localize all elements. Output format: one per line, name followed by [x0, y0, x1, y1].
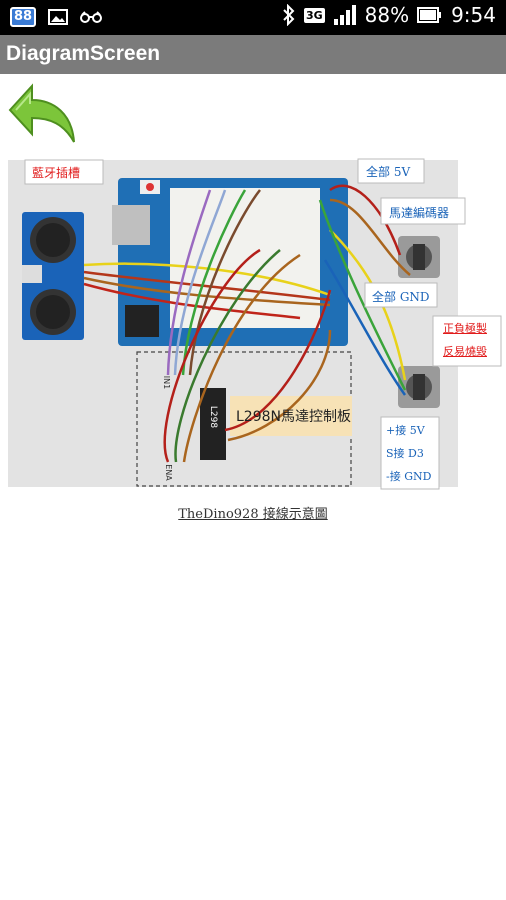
polarity-warning-line1: 正負極製	[443, 322, 487, 335]
in1-label: IN1	[162, 375, 172, 390]
battery-icon	[417, 7, 442, 23]
bluetooth-slot-label: 藍牙插槽	[32, 166, 81, 180]
ultrasonic-sensor	[22, 212, 84, 340]
l298n-driver-label: L298N馬達控制板	[236, 409, 351, 425]
motor-encoder-1	[398, 236, 440, 278]
chip-label: L298	[208, 405, 219, 429]
back-button[interactable]	[2, 78, 78, 150]
battery-percent: 88%	[364, 3, 410, 27]
driver-board	[230, 396, 352, 436]
motor-encoder-2	[398, 366, 440, 408]
app-title: DiagramScreen	[6, 42, 161, 65]
plus-5v-label: +接 5V	[386, 424, 425, 437]
all-gnd-label: 全部 GND	[372, 290, 430, 304]
app-bar: DiagramScreen	[0, 35, 506, 74]
network-type-badge: 3G	[303, 7, 325, 23]
back-arrow-icon	[8, 83, 75, 143]
motor-encoder-label: 馬達編碼器	[389, 206, 450, 220]
all-5v-label: 全部 5V	[366, 165, 411, 179]
arduino-board	[112, 178, 348, 346]
s-d3-label: S接 D3	[386, 447, 424, 460]
wiring-diagram: 藍牙插槽 全部 5V 馬達編碼器 全部 GND 正負極製 反易燒毀 +接 5V …	[0, 150, 506, 495]
minus-gnd-label: -接 GND	[386, 470, 432, 483]
notification-88-icon: 88	[10, 7, 37, 27]
bluetooth-icon	[283, 4, 295, 26]
ena-label: ENA	[163, 464, 173, 481]
status-bar: 88 3G 88% 9:54	[0, 0, 506, 35]
glasses-icon	[80, 11, 103, 23]
clock: 9:54	[451, 3, 496, 27]
diagram-caption: TheDino928 接線示意圖	[178, 507, 328, 522]
chip-body	[200, 388, 226, 460]
signal-icon	[333, 5, 356, 25]
image-icon	[48, 9, 69, 25]
polarity-warning-line2: 反易燒毀	[443, 345, 487, 358]
